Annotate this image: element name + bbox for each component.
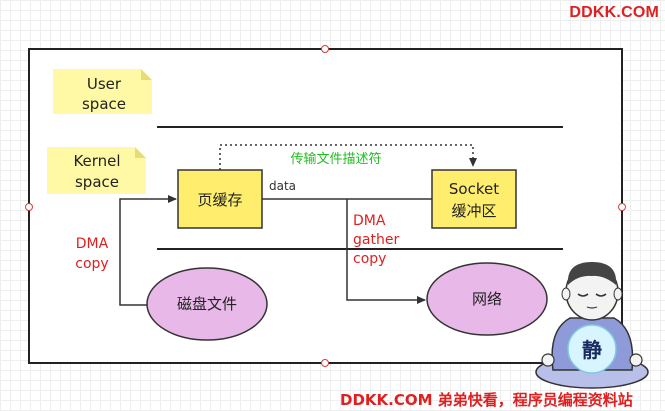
kernel-space-note: Kernel space [47,147,146,194]
descriptor-label: 传输文件描述符 [290,151,381,167]
brand-logo-text: DDKK.COM [569,4,659,21]
network-ellipse: 网络 [426,262,548,336]
disk-file-ellipse: 磁盘文件 [146,267,268,341]
user-space-label-1: User [87,75,122,93]
kernel-space-label-1: Kernel [73,152,120,170]
socket-label-1: Socket [449,180,499,198]
dma-gather-label-3: copy [353,251,386,267]
socket-label-2: 缓冲区 [451,202,496,220]
dma-gather-copy-arrow [346,199,426,304]
user-space-note: User space [53,69,152,114]
footer-watermark: DDKK.COM 弟弟快看，程序员编程资料站 [340,391,633,409]
disk-file-label: 磁盘文件 [177,295,237,313]
network-label: 网络 [472,290,502,308]
selection-handles [25,45,626,367]
meditating-mascot-icon: 静 [535,262,649,389]
dma-copy-label-1: DMA [76,236,109,252]
mascot-character: 静 [582,338,602,362]
page-cache-box: 页缓存 [177,169,263,229]
dma-gather-label-1: DMA [353,213,386,229]
socket-buffer-box: Socket 缓冲区 [431,169,517,229]
user-space-label-2: space [82,95,126,113]
dma-copy-label-2: copy [75,256,108,272]
kernel-space-label-2: space [75,173,119,191]
descriptor-arrow [219,144,477,170]
page-cache-label: 页缓存 [197,191,242,209]
dma-gather-label-2: gather [353,232,399,248]
dma-copy-arrow [119,195,177,306]
data-label: data [269,179,296,193]
